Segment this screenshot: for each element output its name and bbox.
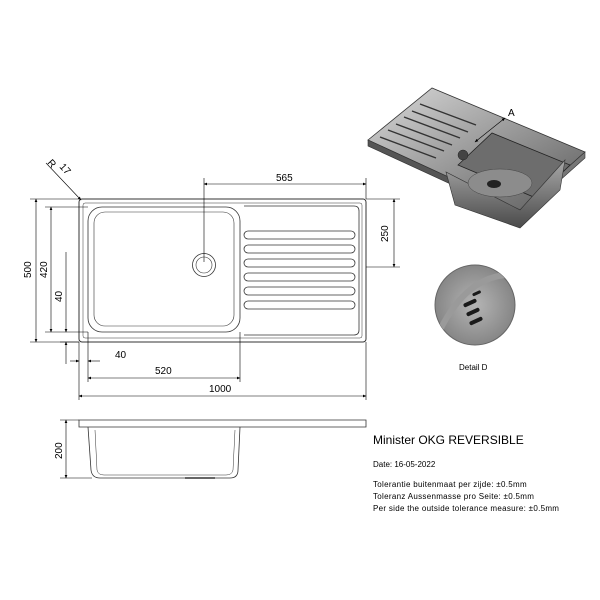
drainer-rib <box>243 244 356 254</box>
radius-value: 17 <box>57 162 73 178</box>
drawing-date: Date: 16-05-2022 <box>373 460 436 469</box>
plan-dimensions <box>30 162 400 400</box>
dim-1000: 1000 <box>209 384 232 395</box>
side-rim <box>78 419 367 428</box>
detail-d-label: Detail D <box>459 363 488 372</box>
drainer-rib <box>243 258 356 268</box>
dim-40-bottom: 40 <box>115 350 127 361</box>
radius-prefix: R <box>45 158 58 171</box>
tolerance-line-nl: Tolerantie buitenmaat per zijde: ±0.5mm <box>373 480 527 489</box>
dim-565: 565 <box>276 173 293 184</box>
sink-3d-view: A <box>367 87 586 229</box>
side-view <box>78 419 367 479</box>
drainer-rib <box>243 272 356 282</box>
side-bowl <box>87 426 241 479</box>
drainer-outline <box>244 205 360 336</box>
dim-250: 250 <box>380 225 391 242</box>
dim-420: 420 <box>39 261 50 278</box>
tolerance-line-de: Toleranz Aussenmasse pro Seite: ±0.5mm <box>373 492 535 501</box>
product-title: Minister OKG REVERSIBLE <box>373 433 524 447</box>
side-dimensions <box>60 419 92 479</box>
dim-520: 520 <box>155 366 172 377</box>
sink-outline <box>78 198 367 343</box>
drainer-rib <box>243 286 356 296</box>
tolerance-line-en: Per side the outside tolerance measure: … <box>373 504 560 513</box>
dim-40-left: 40 <box>54 290 65 302</box>
plan-view <box>78 198 367 343</box>
label-a: A <box>508 108 515 119</box>
bowl-outline <box>87 206 241 333</box>
dim-200: 200 <box>54 442 65 459</box>
drainer-rib <box>243 300 356 310</box>
title-block: Minister OKG REVERSIBLE Date: 16-05-2022… <box>373 433 598 515</box>
dimension-labels: R 17 565 250 500 420 40 40 520 1000 <box>23 158 391 395</box>
drainer-rib <box>243 230 356 240</box>
dim-500: 500 <box>23 261 34 278</box>
detail-d: Detail D <box>434 264 516 372</box>
